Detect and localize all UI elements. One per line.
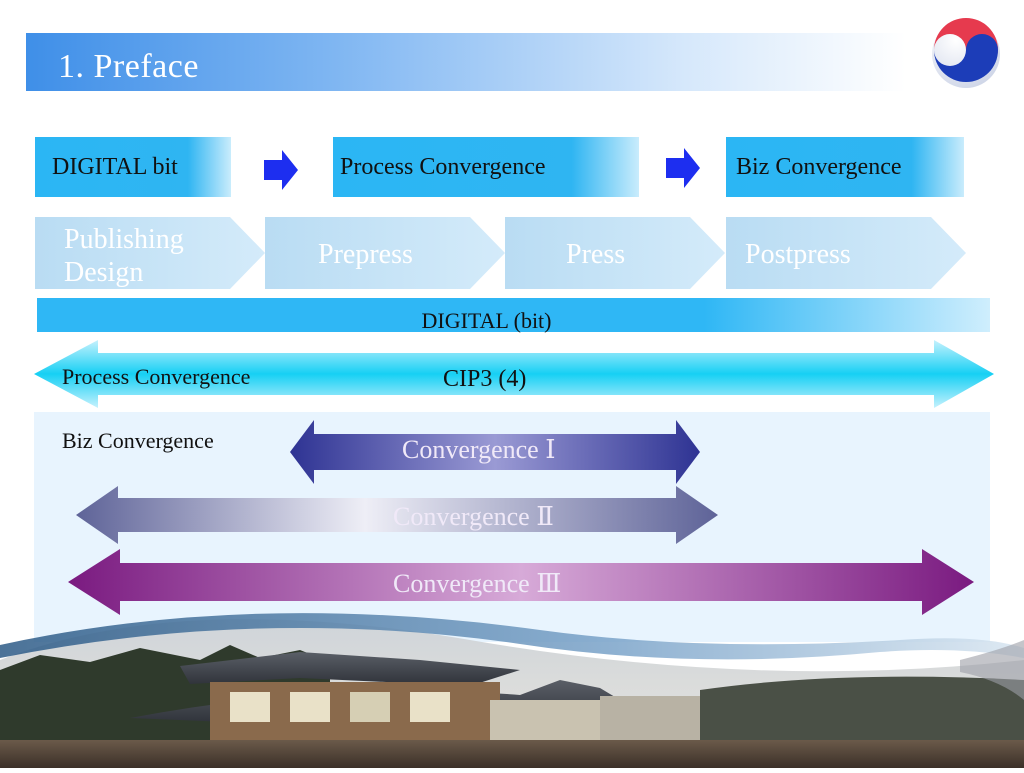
convergence-3-arrow: Convergence Ⅲ (68, 549, 974, 620)
stage-prepress: Prepress (265, 217, 505, 289)
stage-label: Publishing Design (64, 224, 184, 288)
flow-box-biz-convergence: Biz Convergence (726, 137, 964, 197)
biz-convergence-label: Biz Convergence (62, 428, 214, 453)
cip3-label: CIP3 (4) (443, 366, 527, 392)
stage-publishing-design: Publishing Design (35, 217, 265, 289)
stage-label: Press (566, 239, 626, 270)
title-bar (26, 33, 906, 91)
process-convergence-label: Process Convergence (62, 364, 251, 389)
flow-box-digital-bit: DIGITAL bit (35, 137, 231, 197)
stage-press: Press (505, 217, 725, 289)
stage-postpress: Postpress (726, 217, 966, 289)
flow-label: DIGITAL bit (52, 153, 178, 180)
stage-label: Prepress (318, 239, 413, 270)
digital-band (37, 298, 990, 332)
taegeuk-logo-icon (930, 18, 1002, 90)
arrow-right-icon (666, 148, 700, 188)
flow-box-process-convergence: Process Convergence (333, 137, 639, 197)
flow-label: Biz Convergence (736, 153, 902, 180)
convergence-2-label: Convergence Ⅱ (393, 502, 554, 531)
page-title: 1. Preface (58, 48, 199, 85)
process-convergence-arrow (34, 340, 994, 413)
flow-label: Process Convergence (340, 153, 546, 180)
convergence-1-arrow: Convergence Ⅰ (290, 420, 700, 489)
stage-label: Postpress (745, 239, 851, 270)
arrow-right-icon (264, 150, 298, 190)
convergence-2-arrow: Convergence Ⅱ (76, 486, 718, 549)
convergence-3-label: Convergence Ⅲ (393, 569, 562, 598)
convergence-1-label: Convergence Ⅰ (402, 435, 556, 464)
digital-band-label: DIGITAL (bit) (421, 308, 552, 333)
hanok-photo (0, 600, 1024, 773)
